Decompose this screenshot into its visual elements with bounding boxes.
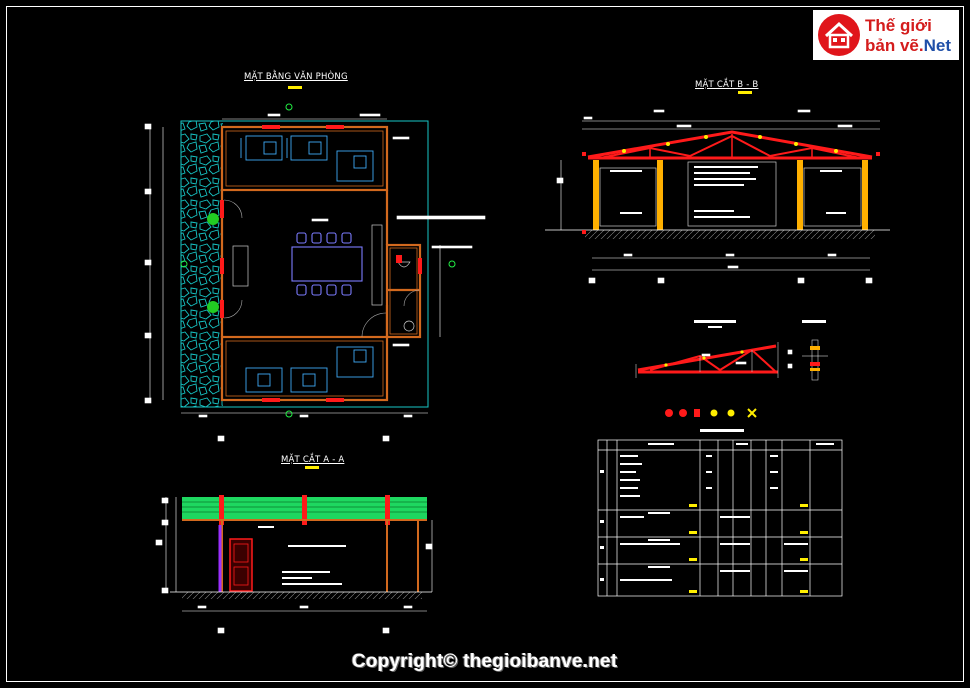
logo-text-line2: bản vẽ.Net — [865, 36, 951, 56]
floor-plan — [144, 103, 486, 442]
house-icon — [818, 14, 860, 56]
section-bb-title: MẶT CẮT B - B — [695, 80, 759, 90]
section-bb — [545, 109, 890, 284]
section-aa — [155, 495, 433, 634]
ground-hatch-aa — [182, 592, 422, 599]
site-logo[interactable]: Thế giới bản vẽ.Net — [813, 10, 959, 60]
truss-detail — [635, 320, 828, 418]
logo-text-suffix: Net — [923, 36, 951, 55]
doors — [220, 125, 422, 402]
plant-icons — [207, 213, 219, 313]
ground-hatch — [585, 230, 875, 239]
stone-paving — [181, 121, 223, 407]
office-desks-top — [240, 135, 374, 182]
drawing-frame — [6, 6, 964, 682]
logo-text-prefix: bản vẽ. — [865, 36, 924, 55]
columns — [593, 160, 868, 230]
section-aa-title: MẶT CẮT A - A — [281, 455, 345, 465]
roof-truss — [587, 130, 873, 160]
meeting-table — [291, 232, 363, 296]
office-desks-bottom — [245, 346, 374, 393]
section-bb-title-bar — [738, 91, 752, 94]
material-table — [597, 429, 843, 597]
logo-text-line1: Thế giới — [865, 16, 932, 35]
bolt-legend-icons — [665, 408, 757, 418]
copyright-watermark: Copyright© thegioibanve.net — [352, 651, 618, 672]
section-aa-title-bar — [305, 466, 319, 469]
floor-plan-title-bar — [288, 86, 302, 89]
floor-plan-title: MẶT BẰNG VĂN PHÒNG — [244, 72, 348, 82]
door-elevation — [229, 538, 253, 592]
